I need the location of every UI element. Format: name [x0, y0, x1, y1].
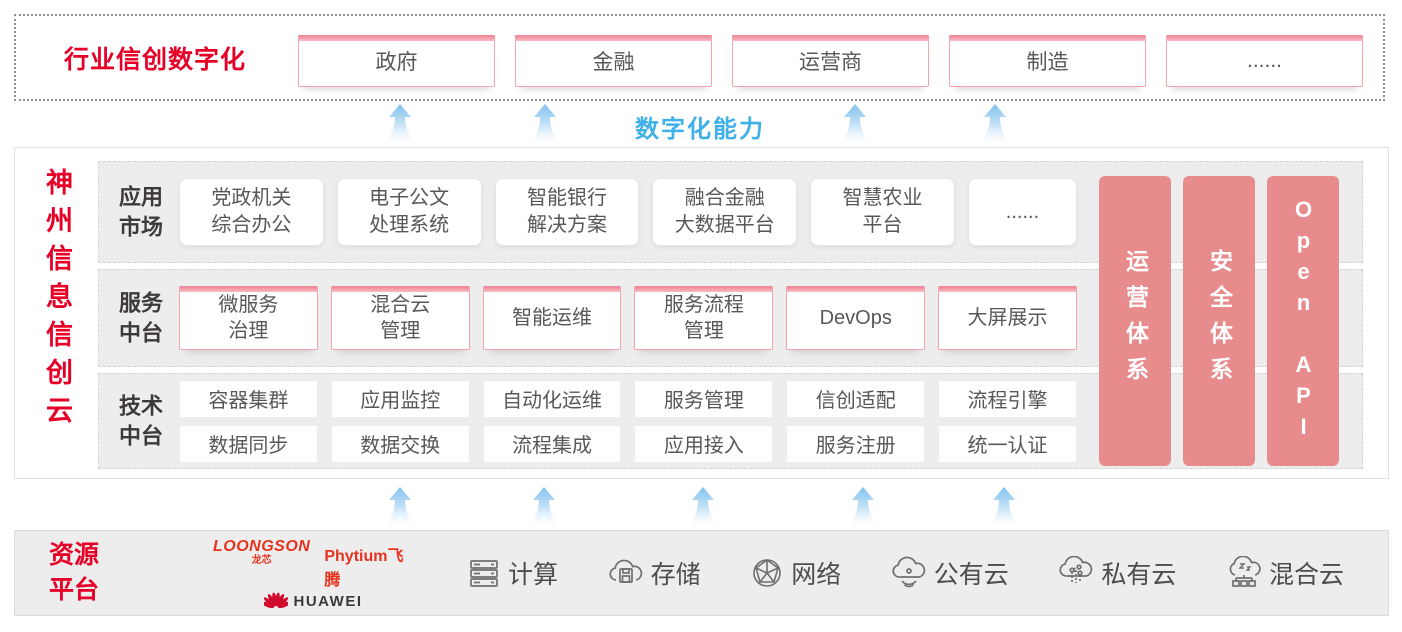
resource-item-label: 网络: [791, 561, 842, 589]
resource-item-hybrid-cloud: 混合云: [1226, 555, 1344, 591]
resource-item-label: 计算: [508, 561, 559, 589]
loongson-logo-text: LOONGSON: [213, 538, 311, 555]
layer-tech-platform-label: 技术 中台: [118, 393, 163, 448]
tech-box-service-registry: 服务注册: [786, 424, 926, 463]
pillar-open-api: Open API: [1267, 176, 1339, 466]
loongson-logo-subtext: 龙芯: [251, 555, 272, 566]
svc-box-hybrid-cloud-mgmt: 混合云 管理: [330, 286, 470, 350]
app-box-ellipsis: ......: [967, 178, 1077, 246]
resource-item-label: 存储: [650, 561, 701, 589]
phytium-logo-text: Phytium: [324, 548, 388, 565]
resource-item-label: 公有云: [933, 561, 1009, 589]
up-arrow-icon: [687, 487, 719, 529]
layer-app-market-label: 应用 市场: [118, 184, 163, 239]
tech-box-automated-ops: 自动化运维: [482, 379, 622, 418]
hybrid-cloud-icon: [1229, 556, 1261, 587]
resource-item-network: 网络: [750, 555, 841, 591]
app-box-smart-banking: 智能银行 解决方案: [494, 178, 640, 246]
tech-box-process-engine: 流程引擎: [938, 379, 1077, 418]
svc-box-devops: DevOps: [786, 286, 926, 350]
industry-list: 政府 金融 运营商 制造 ......: [298, 35, 1363, 87]
private-cloud-icon: [1059, 556, 1093, 583]
app-box-smart-agriculture: 智慧农业 平台: [810, 178, 955, 246]
up-arrow-icon: [384, 104, 416, 146]
tech-box-service-mgmt: 服务管理: [634, 379, 774, 418]
svc-box-intelligent-ops: 智能运维: [482, 286, 622, 350]
layer-tech-platform: 技术 中台 容器集群 应用监控 自动化运维 服务管理 信创适配 流程引擎 数据同…: [98, 373, 1363, 469]
industry-box-operator: 运营商: [732, 35, 929, 87]
app-market-items: 党政机关 综合办公 电子公文 处理系统 智能银行 解决方案 融合金融 大数据平台…: [179, 162, 1077, 262]
resource-item-label: 混合云: [1268, 561, 1344, 589]
server-icon: [470, 560, 498, 587]
app-box-edoc-system: 电子公文 处理系统: [336, 178, 482, 246]
tech-box-process-integration: 流程集成: [482, 424, 622, 463]
pillar-operation-system: 运营体系: [1099, 176, 1171, 466]
tech-box-app-access: 应用接入: [634, 424, 774, 463]
up-arrow-icon: [847, 487, 879, 529]
industry-box-finance: 金融: [515, 35, 712, 87]
tech-box-app-monitoring: 应用监控: [330, 379, 470, 418]
phytium-logo-subtext: 飞腾: [324, 548, 404, 589]
layer-app-market: 应用 市场 党政机关 综合办公 电子公文 处理系统 智能银行 解决方案 融合金融…: [98, 161, 1363, 263]
huawei-flower-icon: [263, 592, 288, 609]
pillar-security-system-label: 安全体系: [1206, 249, 1233, 393]
tech-box-data-sync: 数据同步: [179, 424, 318, 463]
tech-box-xinchuang-adaptation: 信创适配: [786, 379, 926, 418]
public-cloud-icon: [892, 556, 926, 588]
resource-item-private-cloud: 私有云: [1058, 555, 1176, 591]
industry-banner: 行业信创数字化 政府 金融 运营商 制造 ......: [14, 14, 1385, 101]
up-arrow-icon: [529, 104, 561, 146]
loongson-logo: LOONGSON 龙芯: [213, 539, 310, 566]
phytium-logo: Phytium飞腾: [324, 542, 413, 590]
layer-service-platform: 服务 中台 微服务 治理 混合云 管理 智能运维 服务流程 管理 DevOps …: [98, 269, 1363, 367]
pillar-security-system: 安全体系: [1183, 176, 1255, 466]
resource-item-label: 私有云: [1101, 561, 1177, 589]
app-box-finance-bigdata: 融合金融 大数据平台: [652, 178, 798, 246]
up-arrow-icon: [979, 104, 1011, 146]
resource-item-storage: 存储: [608, 555, 701, 591]
svc-box-service-process-mgmt: 服务流程 管理: [634, 286, 774, 350]
pillar-operation-system-label: 运营体系: [1122, 249, 1149, 393]
pillar-open-api-label: Open API: [1291, 197, 1316, 445]
industry-banner-title: 行业信创数字化: [64, 45, 247, 74]
up-arrow-icon: [528, 487, 560, 529]
platform-title: 神州信息信创云: [42, 168, 72, 434]
svc-box-big-screen: 大屏展示: [938, 286, 1077, 350]
tech-line-1: 容器集群 应用监控 自动化运维 服务管理 信创适配 流程引擎: [179, 379, 1077, 418]
tech-box-container-cluster: 容器集群: [179, 379, 318, 418]
app-box-party-gov-office: 党政机关 综合办公: [179, 178, 324, 246]
tech-box-data-exchange: 数据交换: [330, 424, 470, 463]
resource-platform-box: 资源 平台 LOONGSON 龙芯 Phytium飞腾: [14, 530, 1389, 616]
up-arrow-icon: [839, 104, 871, 146]
up-arrow-icon: [384, 487, 416, 529]
tech-box-unified-auth: 统一认证: [938, 424, 1077, 463]
resource-item-compute: 计算: [467, 555, 558, 591]
industry-box-ellipsis: ......: [1166, 35, 1363, 87]
huawei-logo: HUAWEI: [263, 590, 363, 612]
industry-box-government: 政府: [298, 35, 495, 87]
resource-item-public-cloud: 公有云: [891, 555, 1009, 591]
vendor-logos: LOONGSON 龙芯 Phytium飞腾: [213, 539, 413, 612]
huawei-logo-text: HUAWEI: [293, 592, 363, 610]
resource-platform-title: 资源 平台: [49, 541, 100, 604]
tech-line-2: 数据同步 数据交换 流程集成 应用接入 服务注册 统一认证: [179, 424, 1077, 463]
capability-label: 数字化能力: [635, 116, 765, 143]
up-arrow-icon: [988, 487, 1020, 529]
platform-box: 神州信息信创云 应用 市场 党政机关 综合办公 电子公文 处理系统 智能银行 解…: [14, 147, 1389, 479]
storage-cloud-icon: [609, 559, 642, 583]
svc-box-microservice-governance: 微服务 治理: [179, 286, 318, 350]
resource-items: 计算 存储 网络: [467, 531, 1344, 615]
service-platform-items: 微服务 治理 混合云 管理 智能运维 服务流程 管理 DevOps 大屏展示: [179, 270, 1077, 366]
network-globe-icon: [753, 559, 781, 587]
tech-platform-items: 容器集群 应用监控 自动化运维 服务管理 信创适配 流程引擎 数据同步 数据交换…: [179, 374, 1077, 468]
layer-service-platform-label: 服务 中台: [118, 290, 163, 345]
industry-box-manufacturing: 制造: [949, 35, 1146, 87]
